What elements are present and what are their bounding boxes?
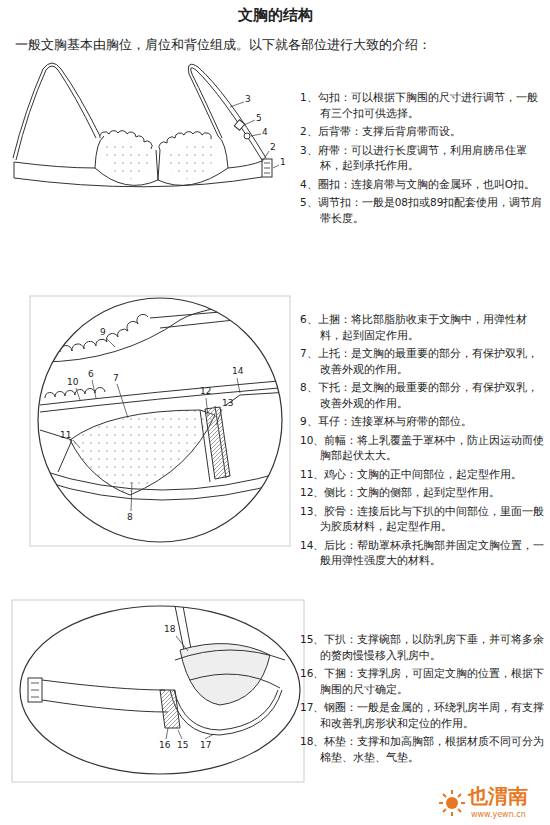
callout-number: 1 xyxy=(280,157,286,168)
callout-number: 12 xyxy=(200,386,211,397)
part-description: 9、耳仔：连接罩杯与府带的部位。 xyxy=(300,414,545,430)
part-description: 2、后背带：支撑后背肩带而设。 xyxy=(300,124,545,140)
callout-number: 8 xyxy=(127,512,133,523)
part-description: 12、侧比：文胸的侧部，起到定型作用。 xyxy=(300,485,545,501)
callout-number: 15 xyxy=(177,740,188,751)
part-description: 14、后比：帮助罩杯承托胸部并固定文胸位置，一般用弹性强度大的材料。 xyxy=(300,538,545,569)
callout-number: 13 xyxy=(222,398,233,409)
callout-number: 3 xyxy=(245,94,251,105)
watermark-text: 也渭南 xyxy=(468,785,528,807)
callout-number: 10 xyxy=(67,377,78,388)
part-description: 3、府带：可以进行长度调节，利用肩膀吊住罩杯，起到承托作用。 xyxy=(300,143,545,174)
part-description: 10、前幅：将上乳覆盖于罩杯中，防止因运动而使胸部起伏太大。 xyxy=(300,433,545,464)
callout-number: 5 xyxy=(256,113,262,124)
watermark-icon xyxy=(439,790,465,816)
part-description: 4、圈扣：连接肩带与文胸的金属环，也叫O扣。 xyxy=(300,177,545,193)
bra-cup-detail xyxy=(40,300,290,511)
part-description: 11、鸡心：文胸的正中间部位，起定型作用。 xyxy=(300,467,545,483)
part-description: 6、上捆：将比部脂肪收束于文胸中，用弹性材料，起到固定作用。 xyxy=(300,312,545,343)
part-description: 1、勾扣：可以根据下胸围的尺寸进行调节，一般有三个扣可供选择。 xyxy=(300,90,545,121)
callout-number: 2 xyxy=(270,142,276,153)
watermark-url: www.yewn.cn xyxy=(471,811,526,820)
part-description: 5、调节扣：一般是08扣或89扣配套使用，调节肩带长度。 xyxy=(300,195,545,226)
bra-front-view xyxy=(13,63,279,187)
callout-number: 18 xyxy=(164,624,175,635)
callout-number: 7 xyxy=(113,373,119,384)
part-description: 16、下捆：支撑乳房，可固定文胸的位置，根据下胸围的尺寸确定。 xyxy=(300,666,545,697)
part-description: 15、下扒：支撑碗部，以防乳房下垂，并可将多余的赘肉慢慢移入乳房中。 xyxy=(300,632,545,663)
intro-text: 一般文胸基本由胸位，肩位和背位组成。以下就各部位进行大致的介绍： xyxy=(15,37,431,54)
part-description: 18、杯垫：支撑和加高胸部，根据材质不同可分为棉垫、水垫、气垫。 xyxy=(300,734,545,765)
callout-number: 4 xyxy=(262,127,268,138)
part-description: 13、胶骨：连接后比与下扒的中间部位，里面一般为胶质材料，起定型作用。 xyxy=(300,504,545,535)
callout-number: 9 xyxy=(100,327,106,338)
part-description: 7、上托：是文胸的最重要的部分，有保护双乳，改善外观的作用。 xyxy=(300,346,545,377)
callout-number: 16 xyxy=(159,740,170,751)
title-text: 文胸的结构 xyxy=(0,6,550,25)
callout-number: 17 xyxy=(200,740,211,751)
callout-number: 11 xyxy=(60,430,71,441)
callout-number: 14 xyxy=(232,366,243,377)
callout-number: 6 xyxy=(88,369,94,380)
part-description: 17、钢圈：一般是金属的，环绕乳房半周，有支撑和改善乳房形状和定位的作用。 xyxy=(300,700,545,731)
part-description: 8、下托：是文胸的最重要的部分，有保护双乳，改善外观的作用。 xyxy=(300,380,545,411)
bra-side-detail xyxy=(28,606,285,739)
